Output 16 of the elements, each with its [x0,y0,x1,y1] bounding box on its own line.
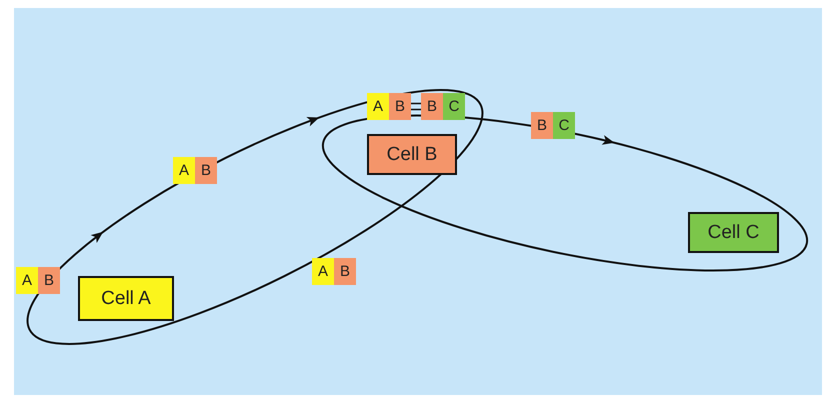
token-tile: C [443,93,465,120]
token-tile: B [531,112,553,139]
token-tile: B [334,258,356,285]
token-tile: A [312,258,334,285]
cell-box: Cell B [367,134,457,175]
cell-box: Cell A [78,276,174,321]
token-tile: C [553,112,575,139]
cell-box: Cell C [688,212,779,253]
token-tile: B [38,267,60,294]
double-link [410,102,422,110]
token-tile: B [195,157,217,184]
token-tile: A [367,93,389,120]
token-tile: B [421,93,443,120]
token-tile: A [16,267,38,294]
token-tile: A [173,157,195,184]
token-tile: B [389,93,411,120]
